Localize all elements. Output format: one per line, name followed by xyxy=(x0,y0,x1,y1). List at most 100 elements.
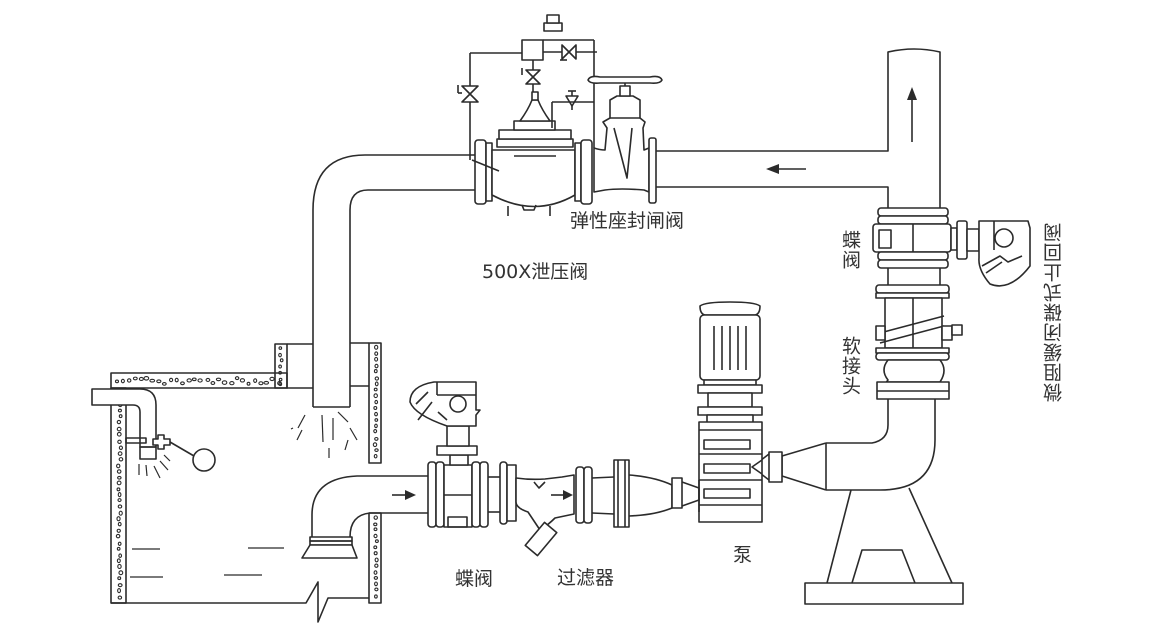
label-strainer: 过滤器 xyxy=(557,567,615,589)
concrete-dot xyxy=(116,516,121,522)
concrete-dot xyxy=(116,419,122,425)
concrete-dot xyxy=(263,380,270,385)
concrete-dot xyxy=(118,414,123,419)
concrete-dot xyxy=(118,570,124,576)
label-pressure-relief-valve: 500X泄压阀 xyxy=(482,261,589,283)
label-flexible-joint: 软接头 xyxy=(839,336,861,396)
concrete-dot xyxy=(373,515,378,520)
concrete-dot xyxy=(374,344,379,350)
concrete-dot xyxy=(116,480,122,486)
concrete-dot xyxy=(117,475,122,480)
suction-pipe xyxy=(301,475,428,559)
concrete-dot xyxy=(118,457,124,462)
concrete-dot xyxy=(373,369,378,374)
butterfly-valve-upper xyxy=(872,207,1031,287)
gate-valve xyxy=(587,75,663,204)
concrete-dot xyxy=(374,356,379,362)
concrete-dot xyxy=(186,378,192,383)
concrete-dot xyxy=(117,408,122,413)
concrete-dot xyxy=(374,448,379,453)
concrete-dot xyxy=(374,587,379,592)
concrete-dot xyxy=(197,378,203,383)
concrete-dot xyxy=(205,377,211,382)
concrete-dot xyxy=(117,583,123,588)
strainer xyxy=(499,459,700,557)
concrete-dot xyxy=(374,411,378,417)
concrete-dot xyxy=(116,487,121,492)
concrete-dot xyxy=(374,418,379,422)
concrete-dot xyxy=(279,358,284,363)
butterfly-valve-lower xyxy=(409,381,500,528)
label-resilient-gate-valve: 弹性座封闸阀 xyxy=(570,210,685,232)
concrete-dot xyxy=(191,377,197,382)
concrete-dot xyxy=(120,378,125,384)
concrete-dot xyxy=(374,363,379,369)
float-valve xyxy=(91,388,216,479)
concrete-dot xyxy=(221,380,228,385)
concrete-dot xyxy=(132,376,138,381)
concrete-dot xyxy=(258,381,264,386)
return-pipe xyxy=(290,154,475,458)
concrete-dot xyxy=(278,377,283,382)
concrete-dot xyxy=(138,376,144,381)
concrete-dot xyxy=(374,436,379,441)
concrete-dot xyxy=(210,381,216,386)
concrete-dot xyxy=(117,492,122,498)
concrete-dot xyxy=(117,521,122,527)
concrete-dot xyxy=(374,376,380,381)
concrete-dot xyxy=(246,381,251,386)
concrete-dot xyxy=(117,498,122,503)
concrete-dot xyxy=(373,387,378,392)
concrete-dot xyxy=(118,510,123,516)
concrete-dot xyxy=(373,405,378,410)
concrete-dot xyxy=(374,557,379,563)
concrete-dot xyxy=(117,595,123,600)
concrete-dot xyxy=(373,522,378,527)
relief-valve xyxy=(457,14,597,216)
label-butterfly-valve-lower: 蝶阀 xyxy=(455,568,494,590)
concrete-dot xyxy=(373,527,378,532)
concrete-dot xyxy=(278,352,282,358)
concrete-dot xyxy=(117,541,122,546)
concrete-dot xyxy=(114,379,120,384)
concrete-dot xyxy=(117,439,122,445)
concrete-dot xyxy=(174,377,179,383)
concrete-dot xyxy=(149,378,156,383)
concrete-dot xyxy=(373,453,378,459)
concrete-dot xyxy=(234,376,240,381)
concrete-dot xyxy=(373,533,378,539)
concrete-dot xyxy=(117,588,122,594)
concrete-dot xyxy=(116,426,122,432)
concrete-dot xyxy=(116,469,122,474)
concrete-dot xyxy=(118,445,124,451)
concrete-dot xyxy=(373,570,378,575)
concrete-texture xyxy=(114,344,380,600)
concrete-dot xyxy=(374,539,379,544)
concrete-dot xyxy=(215,377,222,382)
concrete-dot xyxy=(278,381,283,387)
concrete-dot xyxy=(374,381,379,387)
concrete-dot xyxy=(373,551,378,556)
concrete-dot xyxy=(116,528,121,533)
concrete-dot xyxy=(116,431,122,437)
concrete-dot xyxy=(373,545,378,550)
concrete-dot xyxy=(374,594,378,599)
concrete-dot xyxy=(126,378,132,383)
concrete-dot xyxy=(143,375,150,381)
concrete-dot xyxy=(116,463,121,469)
concrete-dot xyxy=(161,382,167,386)
flexible-joint xyxy=(875,284,963,400)
concrete-dot xyxy=(117,504,123,509)
concrete-dot xyxy=(374,563,379,568)
concrete-dot xyxy=(118,553,123,558)
concrete-dot xyxy=(117,576,122,581)
top-discharge-pipe xyxy=(656,48,941,208)
concrete-dot xyxy=(278,370,282,375)
concrete-dot xyxy=(373,575,379,580)
pump xyxy=(697,301,763,523)
concrete-dot xyxy=(374,351,379,356)
concrete-dot xyxy=(253,378,258,383)
concrete-dot xyxy=(180,381,185,386)
concrete-dot xyxy=(229,381,235,386)
